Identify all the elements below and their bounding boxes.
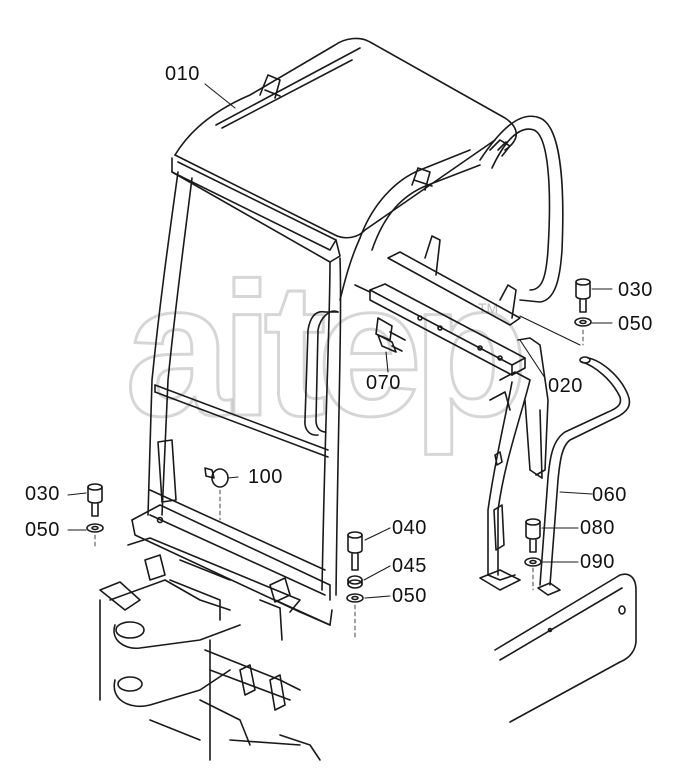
callout-045: 045 bbox=[392, 555, 427, 577]
bolt-040 bbox=[347, 531, 363, 571]
push-rivet-100 bbox=[204, 467, 229, 488]
washer-045 bbox=[347, 575, 363, 589]
left-frame bbox=[147, 149, 481, 596]
fender bbox=[494, 573, 637, 723]
rear-roll-bar bbox=[479, 115, 564, 303]
center-lines bbox=[94, 329, 584, 641]
right-post bbox=[479, 337, 549, 591]
washer-050-right bbox=[574, 317, 592, 327]
washer-050-left bbox=[86, 523, 104, 533]
cross-bracket-020 bbox=[354, 235, 526, 376]
callout-100: 100 bbox=[248, 466, 283, 488]
callout-090: 090 bbox=[580, 551, 615, 573]
washer-050-center bbox=[346, 593, 364, 603]
callout-060: 060 bbox=[592, 484, 627, 506]
canopy-roof bbox=[171, 37, 518, 263]
leader-lines bbox=[67, 83, 613, 599]
bolt-080 bbox=[525, 518, 541, 553]
lower-panel bbox=[131, 384, 333, 626]
callout-030-right: 030 bbox=[618, 279, 653, 301]
callout-040: 040 bbox=[392, 517, 427, 539]
grab-handle bbox=[304, 310, 339, 436]
bolt-070 bbox=[377, 334, 403, 353]
callout-050-right: 050 bbox=[618, 313, 653, 335]
callout-070: 070 bbox=[366, 372, 401, 394]
callout-020: 020 bbox=[548, 375, 583, 397]
callout-030-left: 030 bbox=[25, 483, 60, 505]
base-frame bbox=[99, 537, 321, 761]
callout-050-left: 050 bbox=[25, 519, 60, 541]
callout-050-center: 050 bbox=[392, 585, 427, 607]
bolt-030-right bbox=[575, 278, 591, 313]
callout-010: 010 bbox=[165, 63, 200, 85]
handrail-060 bbox=[537, 356, 631, 596]
callout-080: 080 bbox=[580, 517, 615, 539]
bolt-030-left bbox=[87, 483, 103, 517]
washer-090 bbox=[524, 557, 542, 567]
